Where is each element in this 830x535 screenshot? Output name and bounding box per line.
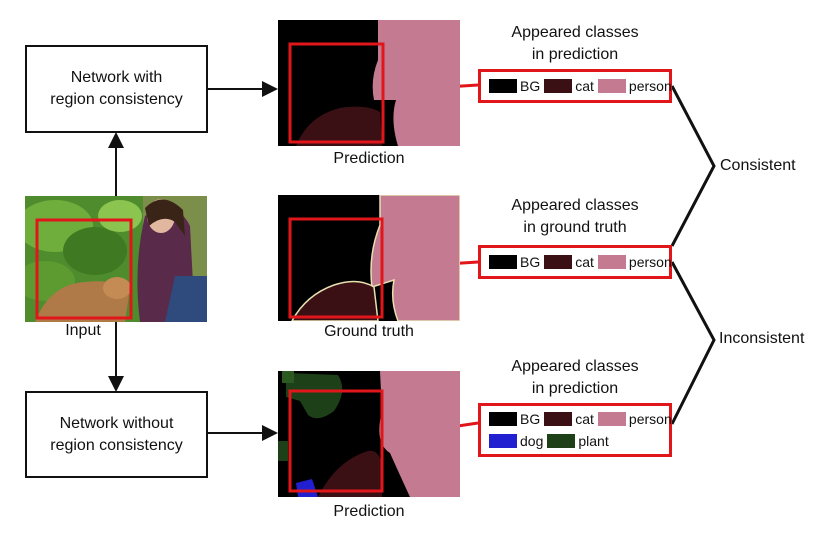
legend-label: cat [575,254,594,270]
person-swatch [597,79,626,93]
cat-swatch [544,412,573,426]
bg-swatch [489,79,517,93]
legend-item: BG [489,254,540,270]
input-image [25,196,207,322]
legend-title-bottom-line2: in prediction [531,380,619,397]
legend-title-gt-line2: in ground truth [523,219,627,236]
bg-swatch [489,412,517,426]
legend-title-top-line2: in prediction [531,46,619,63]
legend-title-gt-line1: Appeared classes [511,197,639,214]
prediction-top-image [278,20,460,146]
person-swatch [597,255,626,269]
legend-item: cat [544,78,594,94]
bracket-consistent [670,85,716,247]
inconsistent-label: Inconsistent [719,330,805,347]
legend-label: person [628,254,672,270]
cat-swatch [544,255,573,269]
input-caption: Input [65,322,101,339]
network-without-line1: Network without [59,414,174,432]
network-without-box: Network without region consistency [25,391,208,478]
prediction-bottom-caption: Prediction [333,503,405,520]
legend-label: cat [575,78,594,94]
plant-swatch [547,434,576,448]
bracket-inconsistent [670,261,716,425]
legend-label: cat [575,411,594,427]
legend-item: dog [489,433,543,449]
legend-label: dog [520,433,544,449]
legend-title-gt: Appeared classes in ground truth [478,195,672,239]
legend-item: person [597,411,672,427]
legend-box-gt: BG cat person [478,245,672,279]
prediction-top-caption: Prediction [333,150,405,167]
legend-item: person [597,78,672,94]
legend-title-top: Appeared classes in prediction [478,22,672,66]
person-swatch [597,412,626,426]
legend-label: BG [520,411,541,427]
legend-box-bottom: BG cat person dog plant [478,403,672,457]
prediction-bottom-image [278,371,460,497]
legend-item: BG [489,78,540,94]
network-without-line2: region consistency [50,436,183,454]
legend-title-top-line1: Appeared classes [511,24,639,41]
legend-title-bottom-line1: Appeared classes [511,358,639,375]
legend-title-bottom: Appeared classes in prediction [478,356,672,400]
ground-truth-image [278,195,460,321]
legend-label: person [628,411,672,427]
cat-swatch [544,79,573,93]
dog-swatch [489,434,517,448]
legend-box-top: BG cat person [478,69,672,103]
ground-truth-caption: Ground truth [324,323,414,340]
bg-swatch [489,255,517,269]
consistent-label: Consistent [720,157,796,174]
network-with-box: Network with region consistency [25,45,208,133]
legend-item: plant [547,433,609,449]
legend-item: cat [544,254,594,270]
network-with-line1: Network with [70,69,163,86]
legend-label: plant [578,433,609,449]
legend-item: cat [544,411,594,427]
legend-item: person [597,254,672,270]
legend-label: BG [520,254,541,270]
legend-item: BG [489,411,540,427]
legend-label: person [628,78,672,94]
network-with-line2: region consistency [50,91,183,108]
legend-label: BG [520,78,541,94]
